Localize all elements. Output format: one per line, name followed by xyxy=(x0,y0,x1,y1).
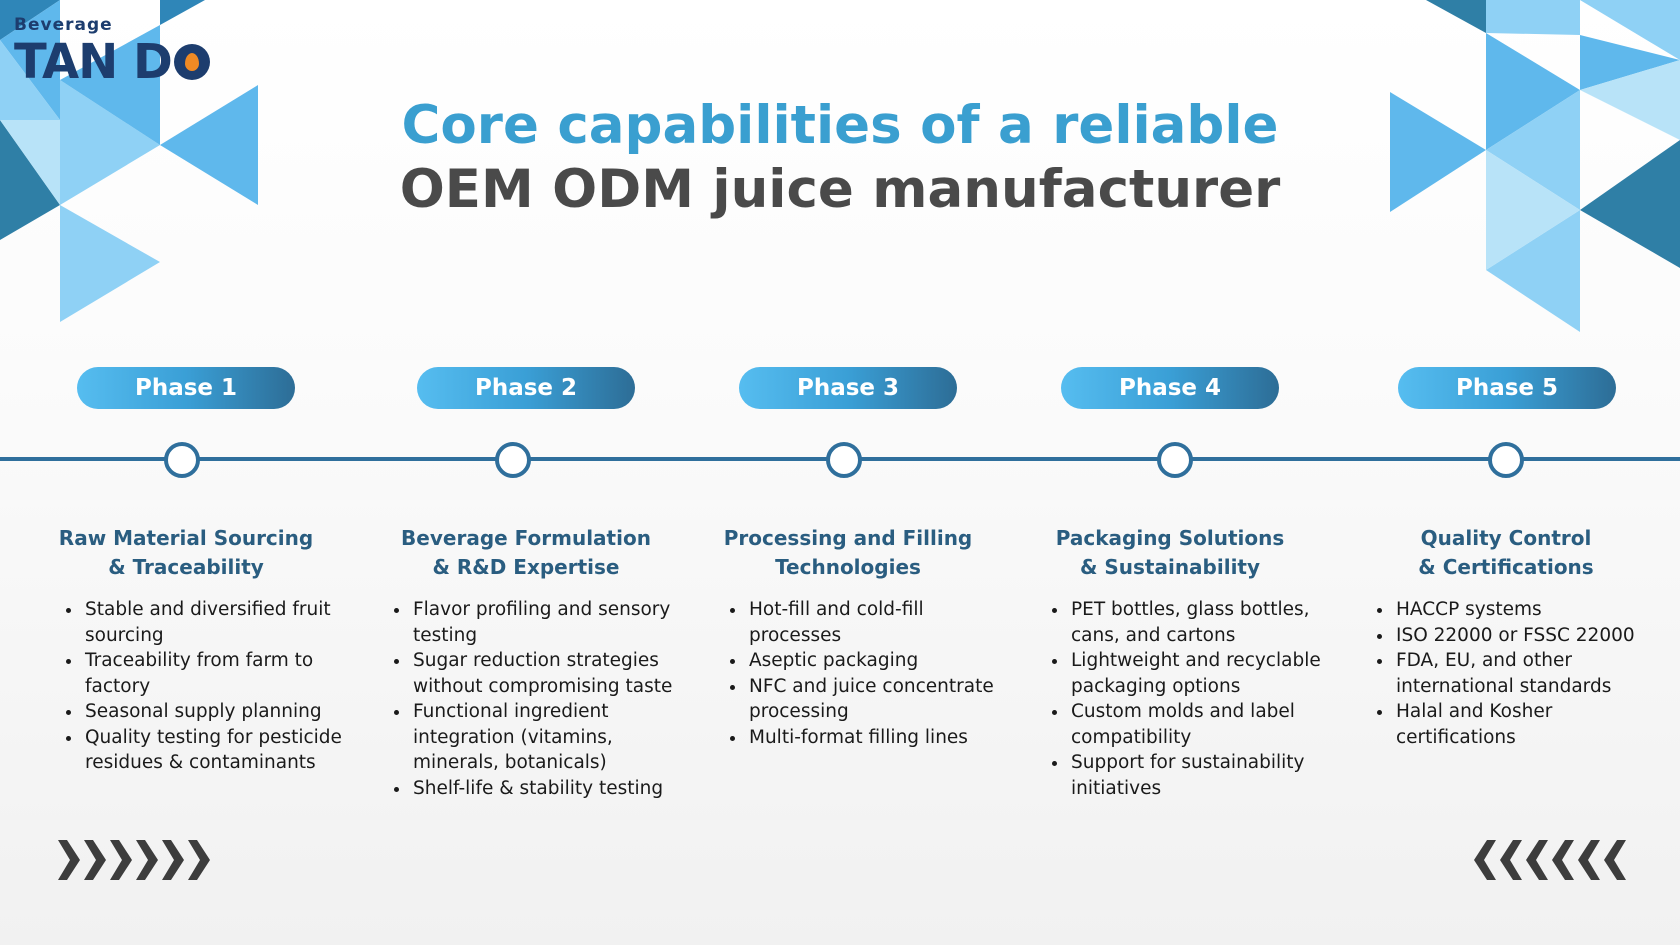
list-item: Hot-fill and cold-fill processes xyxy=(747,597,1009,648)
phase-3-pill: Phase 3 xyxy=(739,367,957,409)
list-item: Functional ingredient integration (vitam… xyxy=(411,699,673,776)
phase-4-bullet-list: PET bottles, glass bottles, cans, and ca… xyxy=(1047,597,1331,801)
triangle-pattern-right-decoration xyxy=(1390,0,1680,332)
title-line-1: Core capabilities of a reliable xyxy=(401,95,1279,156)
phase-5-pill: Phase 5 xyxy=(1398,367,1616,409)
list-item: Custom molds and label compatibility xyxy=(1069,699,1331,750)
list-item: Shelf-life & stability testing xyxy=(411,776,673,802)
title-line-2: OEM ODM juice manufacturer xyxy=(399,159,1281,220)
phase-3-heading-line-2: Technologies xyxy=(775,555,921,579)
phase-4-heading-line-2: & Sustainability xyxy=(1079,555,1261,579)
list-item: PET bottles, glass bottles, cans, and ca… xyxy=(1069,597,1331,648)
triangle-pattern-left-decoration xyxy=(0,0,258,322)
chevrons-left-icon xyxy=(1474,840,1626,880)
list-item: Multi-format filling lines xyxy=(747,725,1009,751)
list-item: Flavor profiling and sensory testing xyxy=(411,597,673,648)
list-item: Stable and diversified fruit sourcing xyxy=(83,597,345,648)
orange-water-drop-icon xyxy=(173,44,210,80)
phase-4-pill: Phase 4 xyxy=(1061,367,1279,409)
list-item: HACCP systems xyxy=(1394,597,1664,623)
list-item: Traceability from farm to factory xyxy=(83,648,345,699)
phase-1-heading-line-1: Raw Material Sourcing xyxy=(58,526,314,550)
list-item: Support for sustainability initiatives xyxy=(1069,750,1331,801)
phase-3-timeline-node xyxy=(826,442,862,478)
list-item: Aseptic packaging xyxy=(747,648,1009,674)
list-item: Lightweight and recyclable packaging opt… xyxy=(1069,648,1331,699)
phase-3-heading: Processing and Filling Technologies xyxy=(698,524,998,582)
phase-4-timeline-node xyxy=(1157,442,1193,478)
phase-2-timeline-node xyxy=(495,442,531,478)
logo-wordmark: TAN D xyxy=(14,38,210,86)
phase-5-timeline-node xyxy=(1488,442,1524,478)
phase-1-bullet-list: Stable and diversified fruit sourcing Tr… xyxy=(61,597,345,776)
phase-1-heading-line-2: & Traceability xyxy=(108,555,264,579)
logo-small-text: Beverage xyxy=(14,15,113,35)
phase-3-heading-line-1: Processing and Filling xyxy=(723,526,973,550)
brand-logo: Beverage TAN D xyxy=(14,14,210,86)
phase-5-heading: Quality Control & Certifications xyxy=(1356,524,1656,582)
phase-5-heading-line-2: & Certifications xyxy=(1418,555,1594,579)
phase-1-pill: Phase 1 xyxy=(77,367,295,409)
phase-2-bullet-list: Flavor profiling and sensory testing Sug… xyxy=(389,597,673,801)
phase-2-pill: Phase 2 xyxy=(417,367,635,409)
phase-2-heading: Beverage Formulation & R&D Expertise xyxy=(376,524,676,582)
phase-4-heading: Packaging Solutions & Sustainability xyxy=(1020,524,1320,582)
phase-2-heading-line-2: & R&D Expertise xyxy=(432,555,620,579)
phase-4-heading-line-1: Packaging Solutions xyxy=(1055,526,1285,550)
list-item: Quality testing for pesticide residues &… xyxy=(83,725,345,776)
phase-2-heading-line-1: Beverage Formulation xyxy=(401,526,651,550)
phase-1-timeline-node xyxy=(164,442,200,478)
phase-5-heading-line-1: Quality Control xyxy=(1420,526,1592,550)
list-item: NFC and juice concentrate processing xyxy=(747,674,1009,725)
page-title: Core capabilities of a reliable OEM ODM … xyxy=(0,94,1680,222)
list-item: ISO 22000 or FSSC 22000 xyxy=(1394,623,1664,649)
list-item: Sugar reduction strategies without compr… xyxy=(411,648,673,699)
phase-3-bullet-list: Hot-fill and cold-fill processes Aseptic… xyxy=(725,597,1009,750)
list-item: FDA, EU, and other international standar… xyxy=(1394,648,1664,699)
logo-main-text: TAN D xyxy=(14,34,173,90)
phase-1-heading: Raw Material Sourcing & Traceability xyxy=(36,524,336,582)
list-item: Seasonal supply planning xyxy=(83,699,345,725)
list-item: Halal and Kosher certifications xyxy=(1394,699,1664,750)
chevrons-right-icon xyxy=(58,840,210,880)
phase-5-bullet-list: HACCP systems ISO 22000 or FSSC 22000 FD… xyxy=(1372,597,1664,750)
